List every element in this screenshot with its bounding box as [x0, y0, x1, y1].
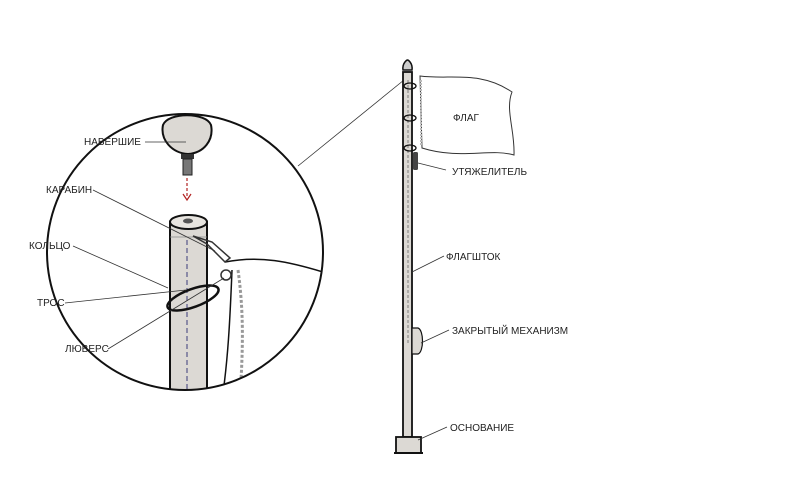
flagpole [394, 59, 515, 454]
detail-connector-line [297, 79, 405, 167]
label-ring: КОЛЬЦО [29, 241, 71, 252]
grommet [220, 269, 232, 281]
label-flagpole: ФЛАГШТОК [446, 252, 501, 263]
label-base: ОСНОВАНИЕ [450, 423, 514, 434]
ring [166, 284, 220, 312]
weight [413, 152, 418, 170]
detail-magnifier [46, 113, 324, 391]
carabiner [192, 235, 232, 264]
label-carabiner: КАРАБИН [46, 185, 92, 196]
pole-detail [169, 221, 208, 390]
finial [161, 114, 213, 156]
label-rope: ТРОС [37, 298, 65, 309]
flag [419, 75, 515, 156]
closed-mechanism [411, 327, 424, 355]
flag-seam [236, 269, 244, 390]
label-finial: НАВЕРШИЕ [84, 137, 141, 148]
pole-base [395, 436, 422, 454]
label-weight: УТЯЖЕЛИТЕЛЬ [452, 167, 527, 178]
label-closed-mechanism: ЗАКРЫТЫЙ МЕХАНИЗМ [452, 324, 568, 337]
pole-finial [402, 59, 413, 71]
label-grommet: ЛЮВЕРС [65, 344, 109, 355]
label-flag: ФЛАГ [453, 113, 480, 124]
pole [402, 71, 413, 438]
flag-fabric-edge [224, 258, 323, 273]
